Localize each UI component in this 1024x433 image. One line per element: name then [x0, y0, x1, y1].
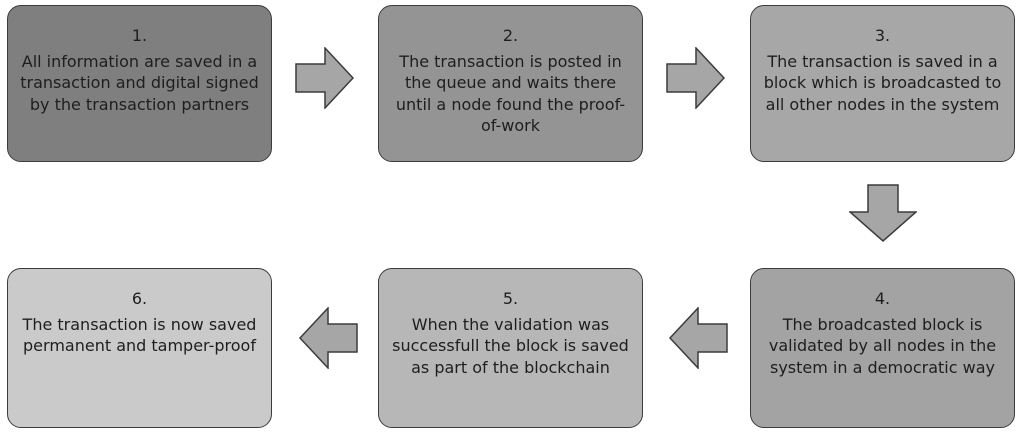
arrow-left-icon: [298, 307, 358, 369]
step-3-box: 3. The transaction is saved in a block w…: [750, 5, 1015, 162]
step-6-number: 6.: [131, 289, 148, 308]
step-2-text: The transaction is posted in the queue a…: [395, 51, 626, 136]
arrow-left-icon: [668, 307, 728, 369]
step-3-text: The transaction is saved in a block whic…: [763, 51, 1002, 114]
step-1-box: 1. All information are saved in a transa…: [7, 5, 272, 162]
arrow-right-icon: [295, 47, 355, 109]
arrow-down-icon: [849, 184, 917, 242]
step-1-number: 1.: [131, 26, 148, 45]
step-4-box: 4. The broadcasted block is validated by…: [750, 268, 1015, 428]
step-6-box: 6. The transaction is now saved permanen…: [7, 268, 272, 428]
step-2-number: 2.: [502, 26, 519, 45]
step-5-box: 5. When the validation was successfull t…: [378, 268, 643, 428]
step-2-box: 2. The transaction is posted in the queu…: [378, 5, 643, 162]
arrow-right-icon: [666, 47, 726, 109]
step-1-text: All information are saved in a transacti…: [20, 51, 259, 114]
step-6-text: The transaction is now saved permanent a…: [22, 314, 257, 356]
step-5-number: 5.: [502, 289, 519, 308]
step-5-text: When the validation was successfull the …: [392, 314, 629, 377]
step-4-number: 4.: [874, 289, 891, 308]
step-4-text: The broadcasted block is validated by al…: [768, 314, 997, 377]
step-3-number: 3.: [874, 26, 891, 45]
